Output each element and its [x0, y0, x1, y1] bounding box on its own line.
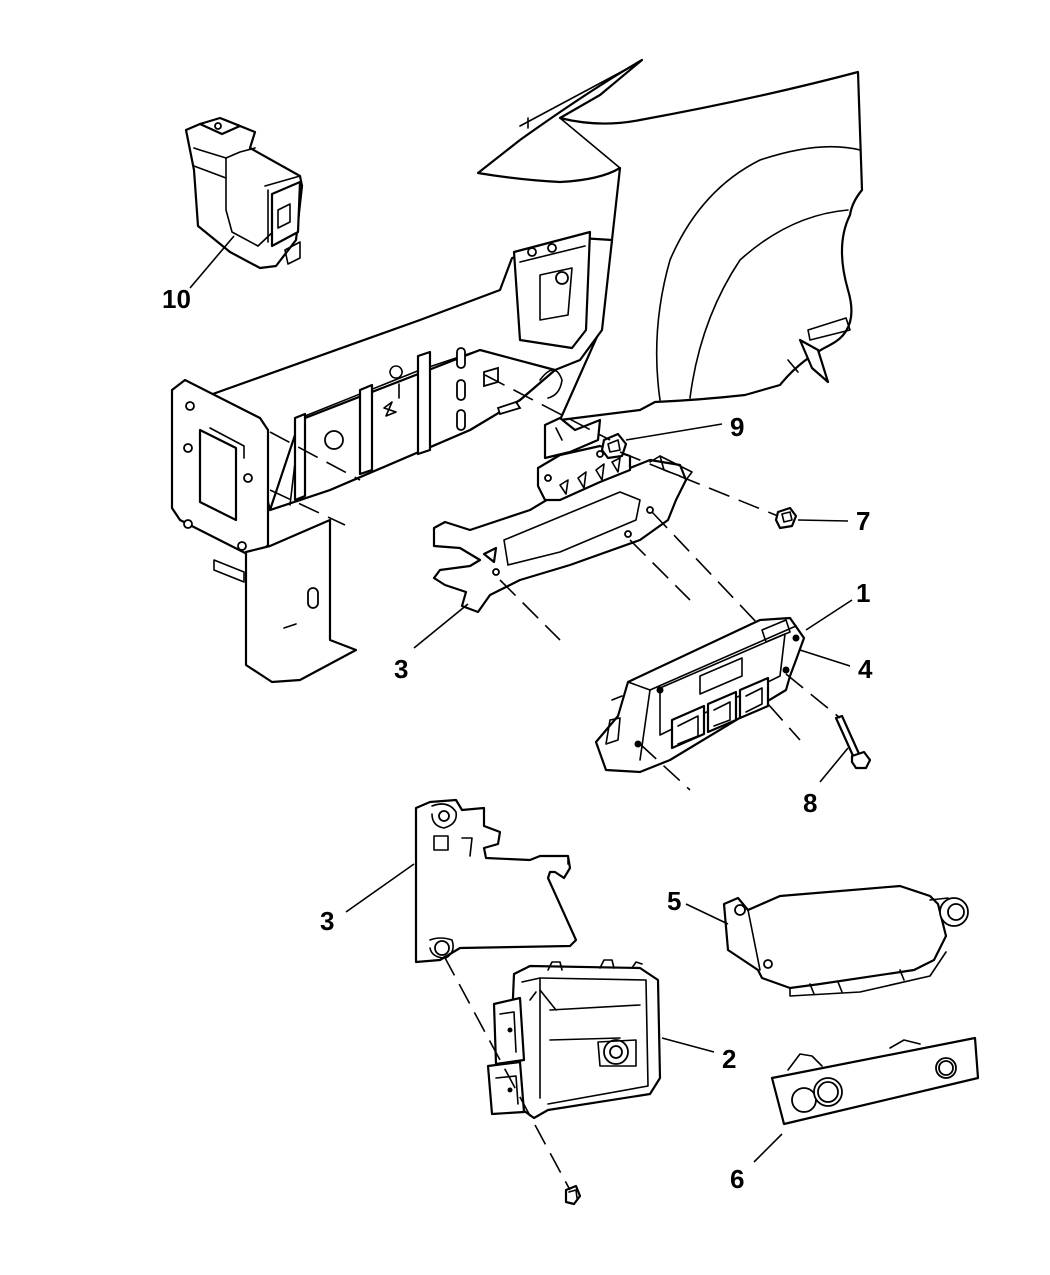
callout-6: 6 [730, 1164, 744, 1194]
callout-labels: 1 2 3 3 4 5 6 7 8 9 10 [162, 284, 873, 1194]
callout-2: 2 [722, 1044, 736, 1074]
callout-5: 5 [667, 886, 681, 916]
part-1-control-module [594, 616, 806, 774]
part-10-module-box [184, 116, 304, 270]
callout-8: 8 [803, 788, 817, 818]
part-6-plate [770, 1036, 980, 1126]
part-5-bracket [722, 884, 969, 997]
fender-panel [476, 58, 864, 422]
callout-3-lower: 3 [320, 906, 334, 936]
part-2-control-module [486, 959, 662, 1120]
leader-lines [189, 235, 853, 1163]
lower-screw [564, 1184, 582, 1206]
callout-3-upper: 3 [394, 654, 408, 684]
part-8-long-bolt [834, 714, 872, 770]
part-7-bolt [774, 506, 798, 530]
callout-4: 4 [858, 654, 873, 684]
callout-1: 1 [856, 578, 870, 608]
callout-9: 9 [730, 412, 744, 442]
frame-rail-assembly [170, 230, 614, 684]
callout-10: 10 [162, 284, 191, 314]
part-3-upper-bracket [432, 444, 693, 614]
assembly-lines [269, 374, 841, 1191]
callout-7: 7 [856, 506, 870, 536]
part-3-lower-bracket [414, 798, 578, 964]
